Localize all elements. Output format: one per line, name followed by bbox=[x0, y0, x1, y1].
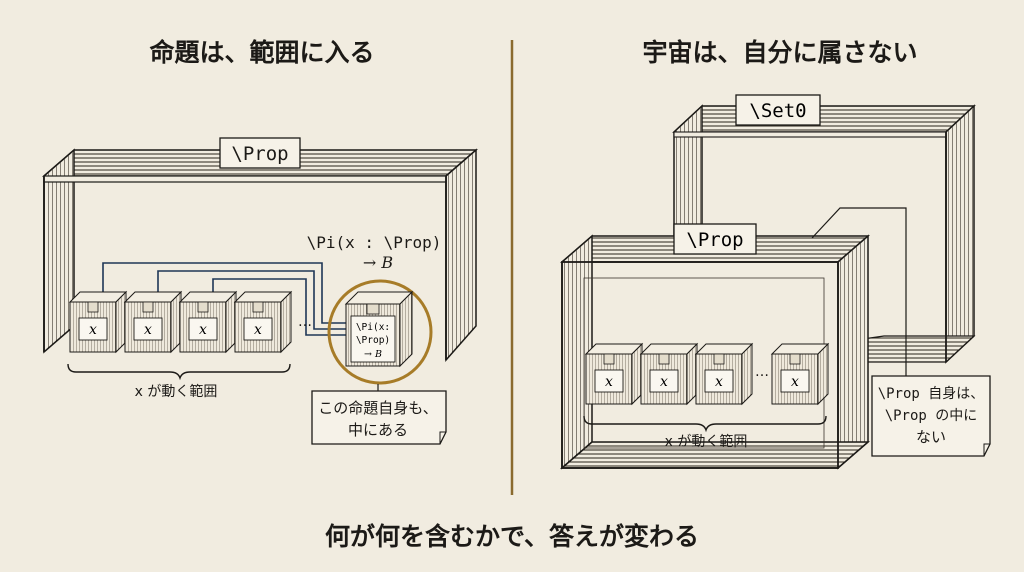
left-box-3-label: x bbox=[199, 322, 207, 338]
left-range-label: x が動く範囲 bbox=[135, 383, 218, 400]
right-box-2-label: x bbox=[660, 374, 668, 390]
svg-text:\Set0: \Set0 bbox=[749, 100, 806, 122]
right-box-3-label: x bbox=[715, 374, 723, 390]
left-box-4: x bbox=[233, 290, 293, 354]
svg-text:\Prop: \Prop bbox=[231, 143, 288, 165]
right-box-1: x bbox=[584, 342, 644, 406]
left-box-3: x bbox=[178, 290, 238, 354]
right-note-card: \Prop 自身は、 \Prop の中に ない bbox=[871, 375, 991, 457]
left-box-2-label: x bbox=[144, 322, 152, 338]
left-box-1: x bbox=[68, 290, 128, 354]
left-box-4-label: x bbox=[254, 322, 262, 338]
special-box-line2: \Prop) bbox=[356, 335, 390, 346]
right-note-line2: \Prop の中に bbox=[885, 408, 978, 424]
left-note-line2: 中にある bbox=[348, 421, 408, 439]
right-box-4-label: x bbox=[791, 374, 799, 390]
left-ellipsis: … bbox=[298, 314, 312, 330]
right-range-label: x が動く範囲 bbox=[665, 433, 748, 450]
pi-type-codomain: → B bbox=[363, 253, 393, 272]
svg-text:\Prop: \Prop bbox=[686, 229, 743, 251]
left-panel-title: 命題は、範囲に入る bbox=[149, 38, 374, 67]
left-box-1-label: x bbox=[89, 322, 97, 338]
pi-type-label: \Pi(x : \Prop) bbox=[307, 233, 442, 252]
right-box-3: x bbox=[694, 342, 754, 406]
left-universe-label: \Prop bbox=[219, 137, 301, 169]
inner-universe-frame bbox=[559, 234, 871, 470]
inner-universe-label: \Prop bbox=[673, 223, 757, 255]
outer-universe-label: \Set0 bbox=[735, 94, 821, 126]
left-note-line1: この命題自身も、 bbox=[318, 399, 438, 417]
right-range-brace bbox=[583, 415, 827, 433]
right-note-line3: ない bbox=[916, 428, 946, 446]
left-connector-lines bbox=[102, 262, 350, 336]
right-box-2: x bbox=[639, 342, 699, 406]
bottom-caption: 何が何を含むかで、答えが変わる bbox=[325, 522, 699, 551]
special-box-line1: \Pi(x: bbox=[356, 322, 390, 333]
right-note-connector bbox=[811, 207, 907, 376]
right-panel-title: 宇宙は、自分に属さない bbox=[642, 38, 917, 67]
left-box-2: x bbox=[123, 290, 183, 354]
left-range-brace bbox=[67, 363, 291, 381]
right-box-4: x bbox=[770, 342, 830, 406]
special-box-line3: → B bbox=[364, 349, 382, 360]
left-note-card: この命題自身も、 中にある bbox=[311, 384, 447, 445]
right-ellipsis: … bbox=[755, 364, 769, 380]
self-referential-box: \Pi(x: \Prop) → B bbox=[327, 279, 433, 385]
right-note-line1: \Prop 自身は、 bbox=[878, 386, 985, 402]
right-box-1-label: x bbox=[605, 374, 613, 390]
